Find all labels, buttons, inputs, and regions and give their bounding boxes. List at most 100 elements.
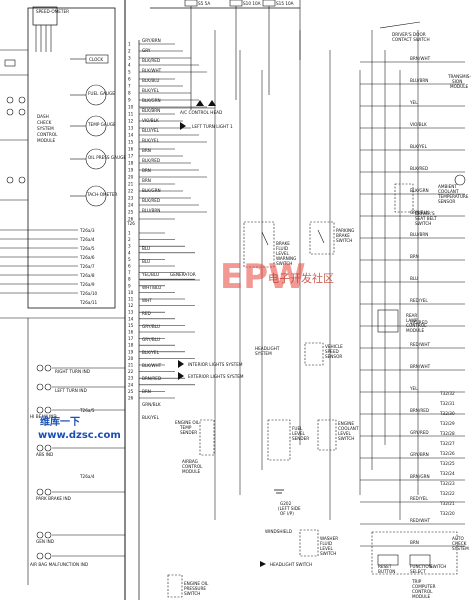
pin-number: 10 [128, 105, 134, 110]
svg-text:WARNING: WARNING [276, 256, 296, 261]
pin-number: 12 [128, 119, 134, 124]
svg-text:SPEED: SPEED [325, 349, 339, 354]
wire-color-label: BLK/YEL [142, 138, 160, 143]
svg-text:TRIP: TRIP [411, 579, 422, 584]
airbag-control-module: AIRBAG CONTROL MODULE [182, 459, 203, 474]
wire-color-label: BRN [142, 168, 151, 173]
transmission-module: TRANSMIS- SION MODULE [447, 74, 471, 89]
svg-text:SWITCH: SWITCH [415, 221, 431, 226]
right-turn-ind-label: RIGHT TURN IND [55, 369, 90, 374]
connector-label: T32/20 [439, 511, 455, 516]
svg-text:DASH: DASH [37, 114, 49, 119]
pin-number: 3 [128, 56, 131, 61]
wire-color-label: BLK/GRN [410, 188, 429, 193]
pin-number: 16 [128, 330, 134, 335]
wire-color-label: BRN [410, 254, 419, 259]
svg-text:T26a/6: T26a/6 [79, 255, 95, 260]
svg-text:MODULE: MODULE [412, 594, 431, 599]
svg-text:WINDSHIELD: WINDSHIELD [265, 529, 292, 534]
wire-color-label: BLK/BRN [142, 108, 160, 113]
wire-color-label: YEL/BLU [141, 272, 159, 277]
svg-text:LEVEL: LEVEL [338, 431, 351, 436]
svg-text:ENGINE OIL: ENGINE OIL [175, 420, 200, 425]
wire-color-label: BRN/RED [410, 408, 429, 413]
wire-color-label: BRN/WHT [410, 364, 431, 369]
connector-label: T32/22 [439, 491, 455, 496]
wire-color-label: VIO/RED [410, 320, 428, 325]
pin-number: 17 [128, 154, 134, 159]
svg-text:HEADLIGHT: HEADLIGHT [255, 346, 280, 351]
fuel-gauge: FUEL GAUGE [70, 84, 115, 106]
pin-number: 11 [128, 297, 134, 302]
pin-number: 2 [128, 49, 131, 54]
washer-fluid-switch: WINDSHIELD WASHER FLUID LEVEL SWITCH [265, 529, 338, 557]
interior-lights-system: INTERIOR LIGHTS SYSTEM [178, 360, 243, 368]
pin-number: 8 [128, 277, 131, 282]
wire-color-label: BLK/YEL [142, 350, 160, 355]
svg-text:T26a/11: T26a/11 [79, 300, 98, 305]
pin-number: 9 [128, 98, 131, 103]
wire-color-label: WHT/BLU [142, 285, 161, 290]
pin-number: 22 [128, 369, 134, 374]
svg-text:INTERIOR LIGHTS SYSTEM: INTERIOR LIGHTS SYSTEM [188, 362, 243, 367]
pin-number: 5 [128, 257, 131, 262]
connector-label: T32/27 [439, 441, 455, 446]
dash-check-module: SPEED-OMETER DASH CHECK SYSTEM CONTROL M… [0, 6, 126, 585]
svg-text:SENDER: SENDER [180, 430, 197, 435]
pin-numbers-lower: 1234567891011121314151617181920212223242… [128, 231, 134, 401]
svg-text:LEFT TURN LIGHT 1: LEFT TURN LIGHT 1 [192, 124, 233, 129]
seat-belt-switch: DRIVER'S SEAT BELT SWITCH [394, 183, 437, 226]
pin-number: 17 [128, 336, 134, 341]
svg-text:LEVEL: LEVEL [276, 251, 289, 256]
wire-color-label: BLK/RED [142, 58, 160, 63]
wire-color-label: BRN/RED [142, 376, 161, 381]
parking-brake-switch: PARKING BRAKE SWITCH [309, 221, 354, 255]
watermark: EPW 电子开发社区 维库一下 www.dzsc.com [38, 257, 334, 441]
svg-text:TEMP: TEMP [179, 425, 192, 430]
temp-gauge: TEMP GAUGE [70, 115, 116, 137]
wire-color-label: YEL [409, 386, 418, 391]
svg-text:CLOCK: CLOCK [89, 57, 103, 62]
wire-color-label: BLK/GRN [142, 188, 161, 193]
generator: GENERATOR [140, 272, 200, 281]
svg-text:TACH-OMETER: TACH-OMETER [86, 192, 117, 197]
svg-text:MODULE: MODULE [182, 469, 201, 474]
wire-color-label: BLK/RED [142, 198, 160, 203]
fuel-level-sender: FUEL LEVEL SENDER [267, 419, 309, 461]
wire-color-label: GRY/BLU [142, 337, 160, 342]
wire-color-label: GRY [142, 48, 151, 53]
wire-color-label: BLU/BRN [142, 208, 160, 213]
indicator-lamps: RIGHT TURN IND LEFT TURN IND HI BEAM IND… [0, 317, 125, 585]
wire-color-label: BLU [142, 246, 150, 251]
pin-number: 25 [128, 389, 134, 394]
wire-color-label: BLU/BRN [410, 78, 428, 83]
wire-color-label: BRN/GRN [410, 474, 430, 479]
engine-oil-pressure-switch: ENGINE OIL PRESSURE SWITCH [167, 574, 209, 598]
wire-color-label: BRN [142, 389, 151, 394]
pin-number: 9 [128, 283, 131, 288]
ac-control-head: A/C CONTROL HEAD [140, 100, 222, 115]
wire-color-label: BLK/YEL [142, 415, 160, 420]
wire-color-label: BRN [142, 148, 151, 153]
svg-text:CONTROL: CONTROL [37, 132, 58, 137]
wire-color-label: BLK/WHT [142, 363, 162, 368]
svg-text:LEVEL: LEVEL [292, 431, 305, 436]
pin-number: 4 [128, 63, 131, 68]
svg-text:SWITCH: SWITCH [184, 591, 200, 596]
svg-text:SWITCH: SWITCH [320, 551, 336, 556]
headlight-system: HEADLIGHT SYSTEM [255, 346, 280, 356]
pin-number: 26 [128, 396, 134, 401]
wire-color-label: BLK/RED [142, 158, 160, 163]
pin-number: 24 [128, 203, 134, 208]
pin-number: 19 [128, 349, 134, 354]
connector-label: T32/23 [439, 481, 455, 486]
svg-text:FLUID: FLUID [320, 541, 332, 546]
pin-number: 25 [128, 210, 134, 215]
wire-color-label: BRN/WHT [410, 56, 431, 61]
svg-text:GENERATOR: GENERATOR [170, 272, 196, 277]
svg-text:MODULE: MODULE [450, 84, 469, 89]
fuse-s15: S15 10A [276, 1, 294, 6]
svg-text:FUNCTION: FUNCTION [410, 564, 432, 569]
wire-color-label: BLK/BLU [142, 78, 159, 83]
svg-text:TEMP GAUGE: TEMP GAUGE [87, 122, 116, 127]
